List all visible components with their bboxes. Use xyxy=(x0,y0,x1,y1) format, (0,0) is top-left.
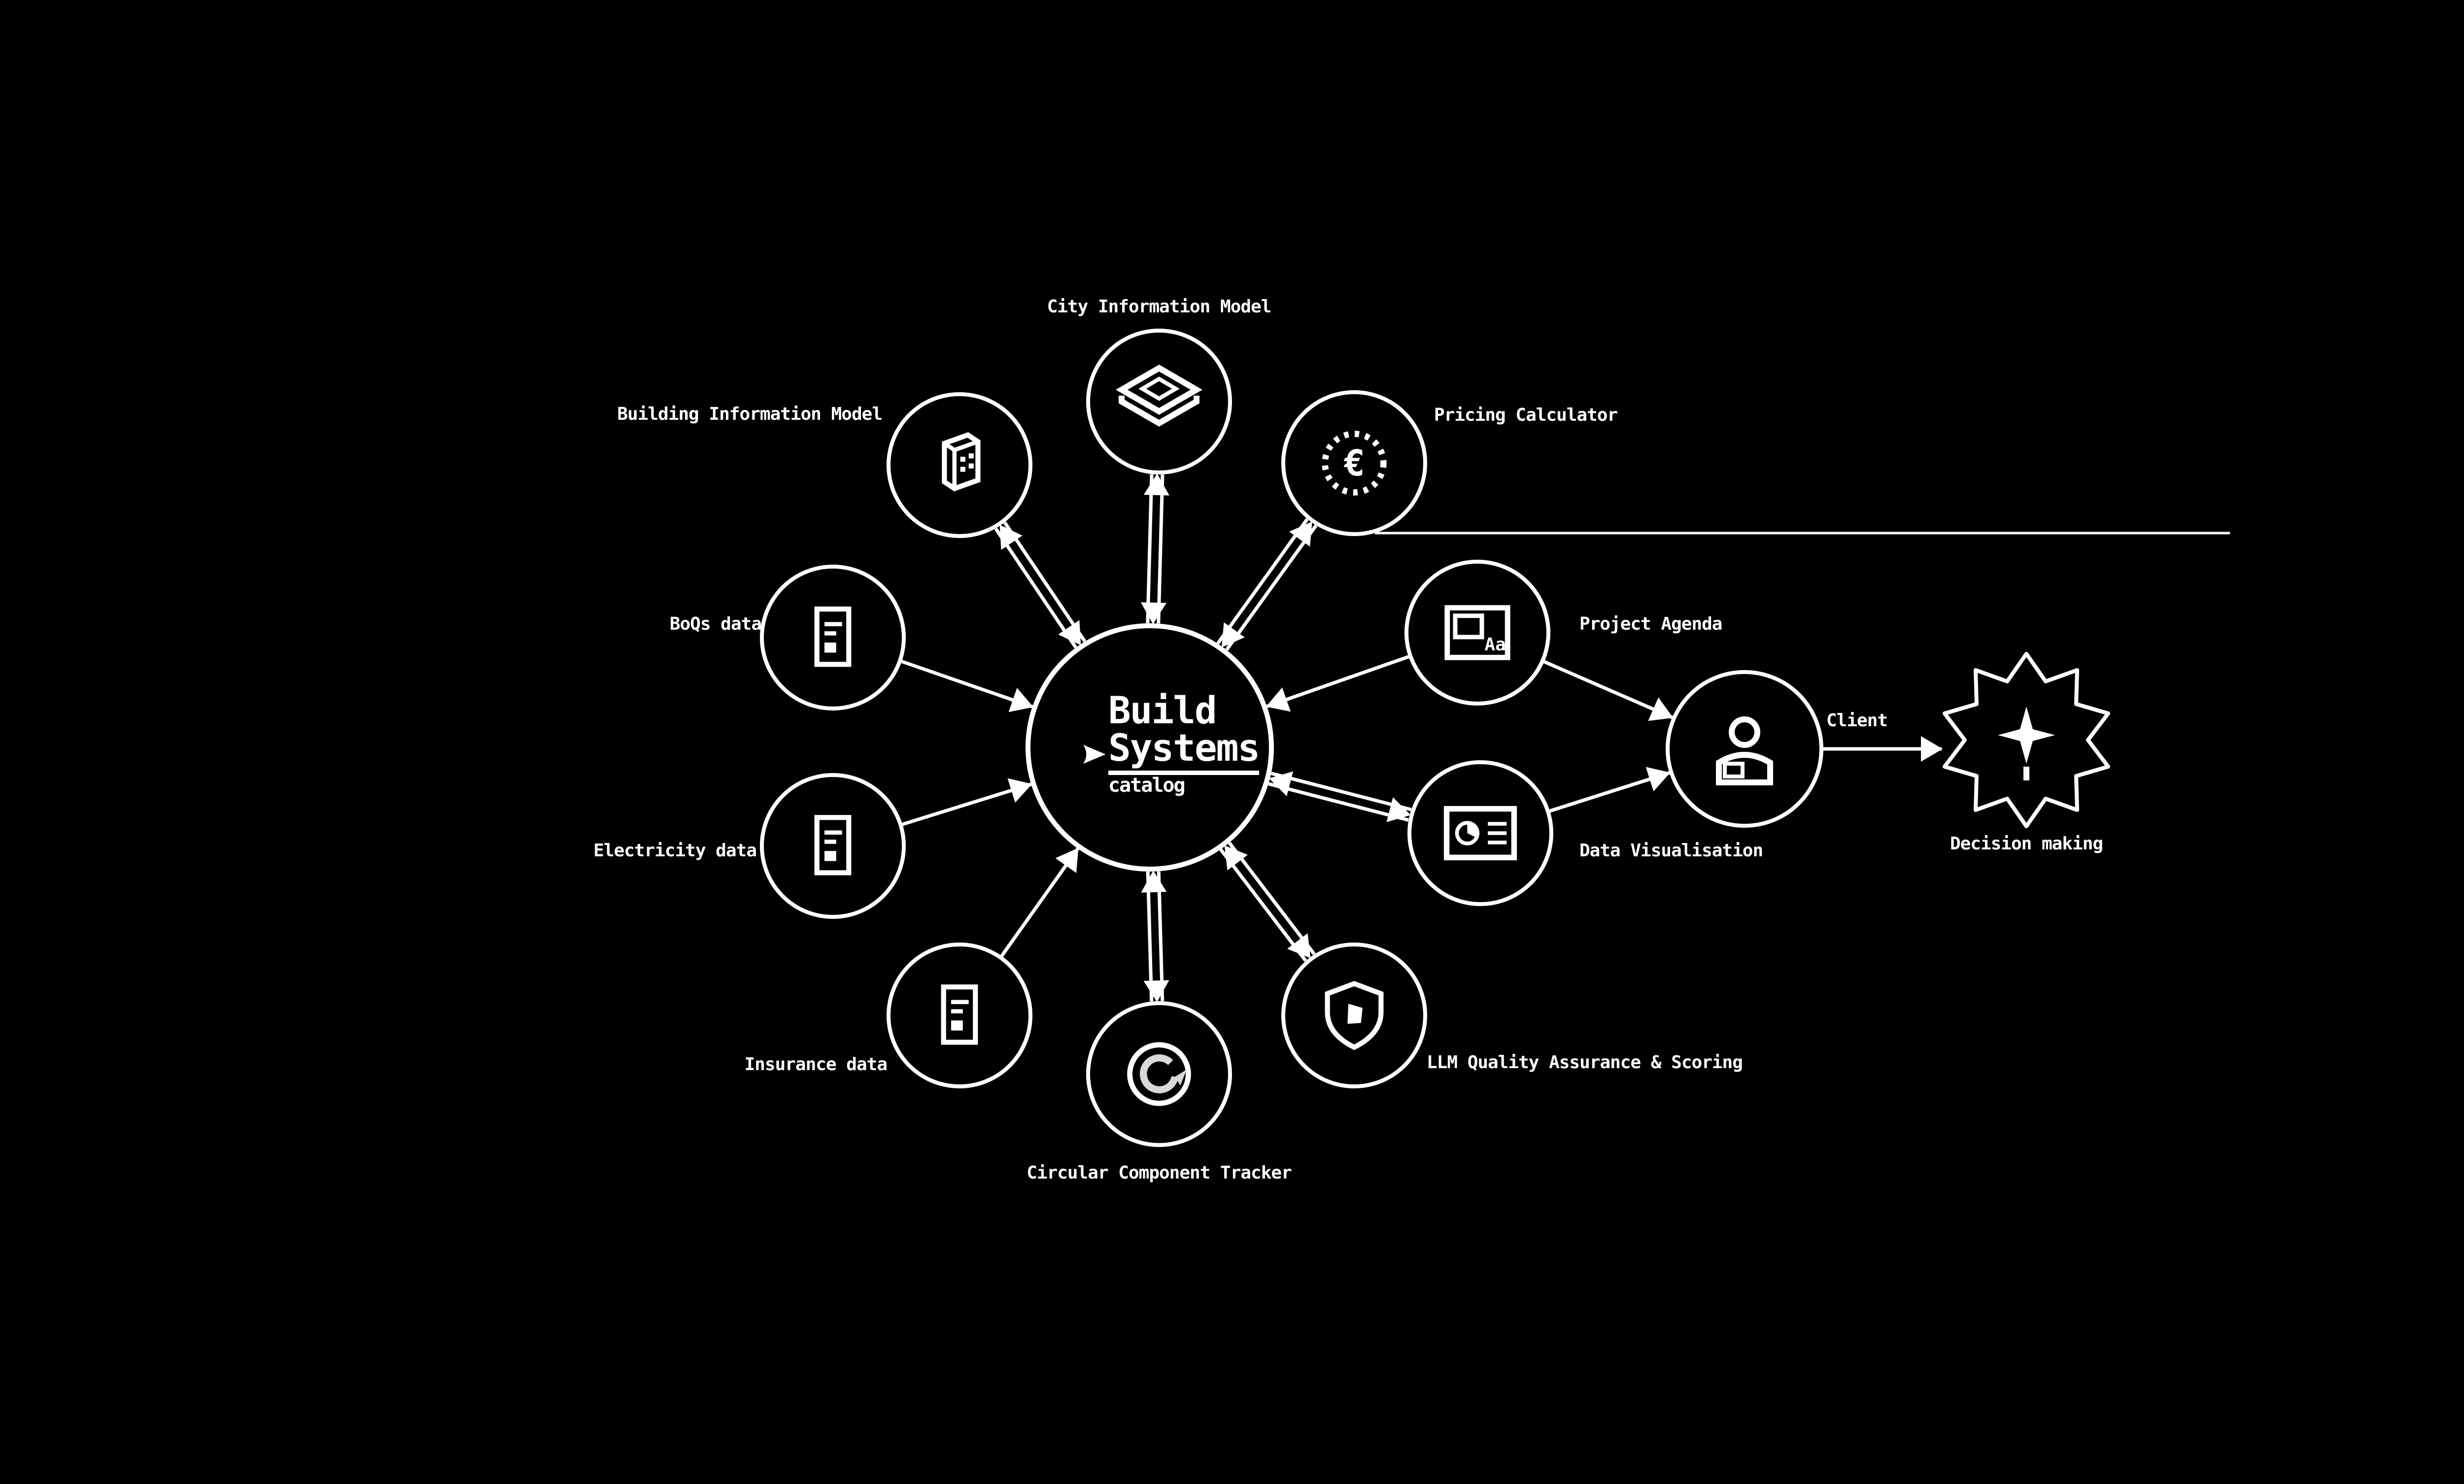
label-client: Client xyxy=(1826,710,1888,731)
label-llm-quality-assurance: LLM Quality Assurance & Scoring xyxy=(1427,1052,1743,1073)
label-insurance-data: Insurance data xyxy=(744,1054,888,1075)
arrowhead xyxy=(1058,620,1081,645)
document-icon xyxy=(814,607,852,667)
arrowhead xyxy=(1141,870,1167,893)
image-text-icon: Aa xyxy=(1444,605,1510,660)
circular-arrows-icon xyxy=(1127,1042,1191,1106)
arrowhead xyxy=(1921,736,1943,762)
arrowhead xyxy=(999,525,1023,550)
arrowhead xyxy=(1143,473,1169,496)
connector-line xyxy=(901,660,1033,708)
arrowhead xyxy=(1645,767,1671,792)
starburst xyxy=(1943,652,2110,828)
arrowhead xyxy=(1140,602,1166,625)
document-icon xyxy=(941,984,978,1045)
connector-line xyxy=(1268,782,1409,822)
connector-line xyxy=(1266,655,1409,708)
connector-line xyxy=(1228,842,1316,955)
connector-line xyxy=(1146,474,1154,623)
sparkle-tail xyxy=(2023,767,2029,780)
arrowhead xyxy=(1386,797,1411,822)
node-electricity-data xyxy=(760,773,906,919)
hub-build-systems-catalog: Build Systems catalog xyxy=(1026,623,1274,872)
connector-line xyxy=(1270,772,1412,811)
connector-line xyxy=(1225,524,1318,651)
agenda-letters: Aa xyxy=(1484,635,1506,655)
connector-line xyxy=(1000,847,1080,957)
label-decision-making: Decision making xyxy=(1950,834,2103,854)
label-circular-component-tracker: Circular Component Tracker xyxy=(1027,1163,1292,1183)
node-circular-component-tracker xyxy=(1086,1001,1232,1147)
arrowhead xyxy=(1221,622,1245,648)
arrowhead xyxy=(1055,847,1079,873)
arrowhead xyxy=(1007,778,1032,803)
label-boqs-data: BoQs data xyxy=(669,614,762,634)
map-icon xyxy=(1116,365,1202,427)
connector-line xyxy=(1146,872,1154,1002)
hub-subtitle: catalog xyxy=(1108,774,1186,797)
node-project-agenda: Aa xyxy=(1404,560,1550,706)
building-icon xyxy=(942,432,981,492)
node-insurance-data xyxy=(887,943,1032,1088)
arrow-icon xyxy=(1083,744,1106,764)
sparkle-icon xyxy=(1998,707,2055,764)
node-building-information-model xyxy=(887,392,1032,538)
document-icon xyxy=(814,815,852,876)
connector-line xyxy=(1003,521,1087,642)
hub-title-line2: Systems xyxy=(1108,726,1260,775)
connector-line xyxy=(994,527,1077,649)
node-pricing-calculator: € xyxy=(1281,390,1427,536)
euro-coin-icon: € xyxy=(1322,431,1387,496)
label-pricing-calculator: Pricing Calculator xyxy=(1434,405,1618,425)
euro-symbol: € xyxy=(1343,442,1365,484)
hub-title-line1: Build xyxy=(1108,688,1217,732)
person-icon xyxy=(1716,716,1773,785)
label-electricity-data: Electricity data xyxy=(593,841,757,861)
node-city-information-model xyxy=(1086,329,1232,474)
label-city-information-model: City Information Model xyxy=(1047,297,1272,317)
arrowhead xyxy=(1648,697,1674,721)
connector-line xyxy=(1216,518,1309,645)
connector-line xyxy=(1157,474,1164,624)
node-client xyxy=(1666,670,1823,828)
connector-line xyxy=(902,782,1032,826)
arrowhead xyxy=(1266,687,1291,712)
connector-line xyxy=(1219,848,1307,962)
arrowhead xyxy=(1287,933,1311,958)
label-building-information-model: Building Information Model xyxy=(617,404,883,424)
shield-icon xyxy=(1325,980,1384,1050)
arrowhead xyxy=(1224,845,1248,871)
node-llm-quality-assurance xyxy=(1281,943,1427,1088)
connector-line xyxy=(1549,771,1670,813)
arrowhead xyxy=(1289,521,1312,547)
node-data-visualisation xyxy=(1407,760,1553,906)
arrowhead xyxy=(1143,980,1169,1003)
node-boqs-data xyxy=(760,565,906,710)
connector-line xyxy=(1157,871,1164,1001)
connector-line xyxy=(1543,660,1673,719)
dashboard-icon xyxy=(1443,806,1517,861)
label-data-visualisation: Data Visualisation xyxy=(1579,841,1763,861)
arrowhead xyxy=(1008,688,1033,712)
arrowhead xyxy=(1268,771,1294,796)
label-project-agenda: Project Agenda xyxy=(1579,614,1722,634)
